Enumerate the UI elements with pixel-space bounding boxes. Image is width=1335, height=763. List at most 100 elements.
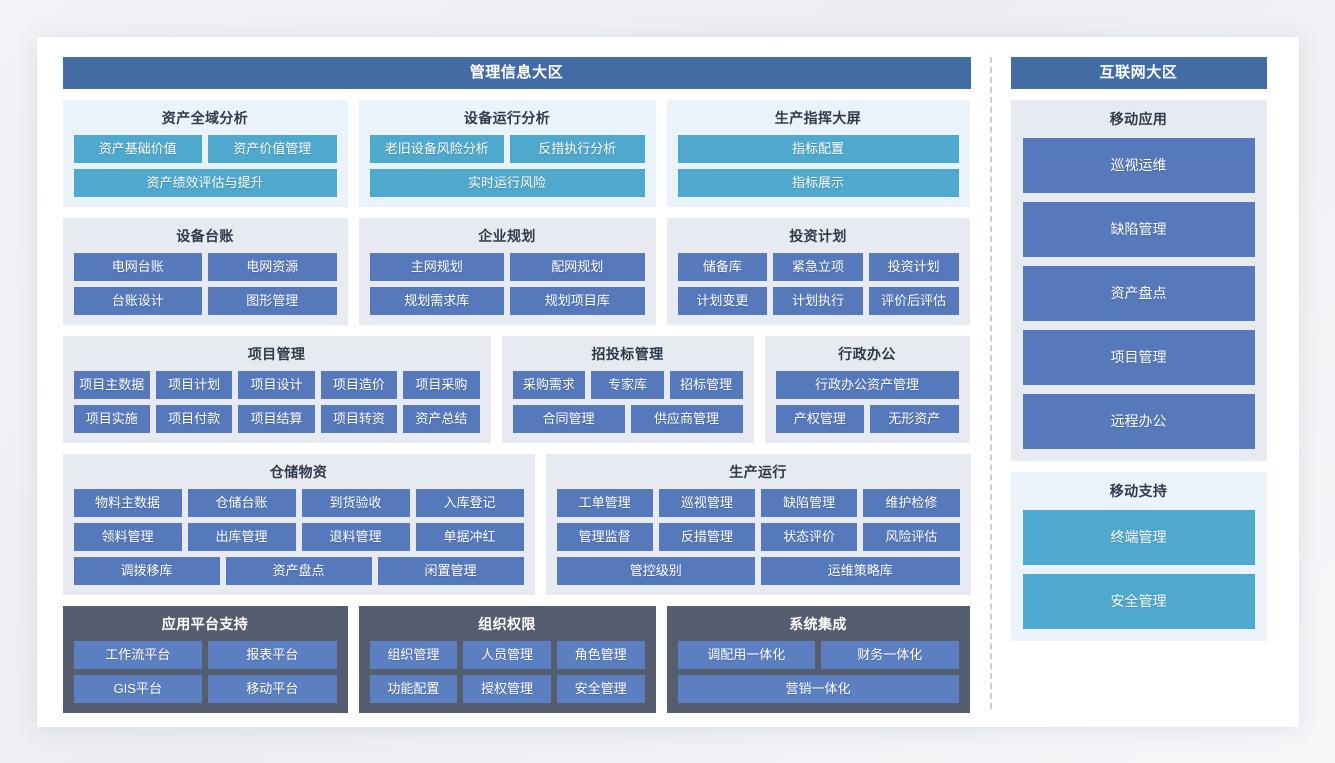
- module-tile[interactable]: 财务一体化: [821, 640, 959, 669]
- tile-row: 规划需求库规划项目库: [369, 286, 645, 315]
- module-tile[interactable]: 电网台账: [73, 252, 202, 281]
- module-tile[interactable]: 反措执行分析: [510, 134, 645, 163]
- module-tile[interactable]: 资产盘点: [1022, 265, 1255, 321]
- module-tile[interactable]: 项目采购: [403, 370, 480, 399]
- module-tile[interactable]: 移动平台: [208, 674, 337, 703]
- group-panel: 组织权限组织管理人员管理角色管理功能配置授权管理安全管理: [358, 605, 656, 713]
- module-tile[interactable]: GIS平台: [73, 674, 202, 703]
- module-tile[interactable]: 功能配置: [369, 674, 458, 703]
- module-tile[interactable]: 缺陷管理: [1022, 201, 1255, 257]
- module-tile[interactable]: 反措管理: [658, 522, 755, 551]
- module-tile[interactable]: 项目转资: [320, 404, 398, 433]
- tile-row: 合同管理供应商管理: [512, 404, 743, 433]
- module-tile[interactable]: 投资计划: [868, 252, 959, 281]
- module-tile[interactable]: 供应商管理: [630, 404, 743, 433]
- module-tile[interactable]: 调配用一体化: [677, 640, 815, 669]
- module-tile[interactable]: 老旧设备风险分析: [369, 134, 504, 163]
- module-tile[interactable]: 单据冲红: [415, 522, 524, 551]
- module-tile[interactable]: 巡视管理: [658, 488, 755, 517]
- group-title: 生产运行: [729, 463, 787, 480]
- module-tile[interactable]: 计划变更: [677, 286, 768, 315]
- module-tile[interactable]: 无形资产: [870, 404, 959, 433]
- module-tile[interactable]: 入库登记: [415, 488, 524, 517]
- module-tile[interactable]: 采购需求: [512, 370, 586, 399]
- group-panel: 招投标管理采购需求专家库招标管理合同管理供应商管理: [501, 335, 754, 443]
- group-title: 行政办公: [838, 345, 896, 362]
- module-tile[interactable]: 指标展示: [677, 168, 959, 197]
- module-tile[interactable]: 人员管理: [463, 640, 551, 669]
- module-tile[interactable]: 终端管理: [1022, 509, 1255, 565]
- module-tile[interactable]: 电网资源: [208, 252, 337, 281]
- module-tile[interactable]: 远程办公: [1022, 393, 1255, 449]
- module-tile[interactable]: 报表平台: [208, 640, 337, 669]
- module-tile[interactable]: 到货验收: [301, 488, 410, 517]
- module-tile[interactable]: 安全管理: [1022, 573, 1255, 629]
- module-tile[interactable]: 合同管理: [512, 404, 625, 433]
- module-tile[interactable]: 项目设计: [238, 370, 315, 399]
- module-tile[interactable]: 退料管理: [301, 522, 410, 551]
- module-tile[interactable]: 配网规划: [510, 252, 645, 281]
- module-tile[interactable]: 产权管理: [775, 404, 864, 433]
- module-tile[interactable]: 资产价值管理: [208, 134, 337, 163]
- module-tile[interactable]: 工单管理: [556, 488, 653, 517]
- module-tile[interactable]: 巡视运维: [1022, 137, 1255, 193]
- module-tile[interactable]: 指标配置: [677, 134, 959, 163]
- group-title: 企业规划: [478, 227, 536, 244]
- module-tile[interactable]: 运维策略库: [761, 556, 960, 585]
- module-tile[interactable]: 管控级别: [556, 556, 755, 585]
- group-row: 项目管理项目主数据项目计划项目设计项目造价项目采购项目实施项目付款项目结算项目转…: [62, 335, 971, 443]
- group-panel: 行政办公行政办公资产管理产权管理无形资产: [764, 335, 970, 443]
- module-tile[interactable]: 图形管理: [208, 286, 337, 315]
- module-tile[interactable]: 领料管理: [73, 522, 182, 551]
- module-tile[interactable]: 规划项目库: [510, 286, 645, 315]
- module-tile[interactable]: 仓储台账: [187, 488, 296, 517]
- module-tile[interactable]: 风险评估: [863, 522, 960, 551]
- tile-row: 调配用一体化财务一体化: [677, 640, 959, 669]
- module-tile[interactable]: 规划需求库: [369, 286, 504, 315]
- module-tile[interactable]: 调拨移库: [73, 556, 220, 585]
- module-tile[interactable]: 项目付款: [155, 404, 233, 433]
- module-tile[interactable]: 计划执行: [773, 286, 863, 315]
- module-tile[interactable]: 出库管理: [187, 522, 296, 551]
- module-tile[interactable]: 项目主数据: [73, 370, 150, 399]
- tile-row: 行政办公资产管理: [775, 370, 959, 399]
- module-tile[interactable]: 项目管理: [1022, 329, 1255, 385]
- group-panel: 生产运行工单管理巡视管理缺陷管理维护检修管理监督反措管理状态评价风险评估管控级别…: [545, 453, 971, 595]
- module-tile[interactable]: 项目造价: [320, 370, 398, 399]
- module-tile[interactable]: 项目结算: [238, 404, 315, 433]
- module-tile[interactable]: 授权管理: [463, 674, 551, 703]
- tile-row: 工作流平台报表平台: [73, 640, 337, 669]
- module-tile[interactable]: 组织管理: [369, 640, 458, 669]
- module-tile[interactable]: 项目计划: [155, 370, 233, 399]
- module-tile[interactable]: 储备库: [677, 252, 768, 281]
- module-tile[interactable]: 主网规划: [369, 252, 504, 281]
- region-divider: [971, 56, 1011, 709]
- module-tile[interactable]: 台账设计: [73, 286, 202, 315]
- module-tile[interactable]: 物料主数据: [73, 488, 182, 517]
- module-tile[interactable]: 状态评价: [761, 522, 858, 551]
- module-tile[interactable]: 管理监督: [556, 522, 653, 551]
- module-tile[interactable]: 闲置管理: [377, 556, 524, 585]
- group-title: 生产指挥大屏: [774, 109, 862, 126]
- module-tile[interactable]: 缺陷管理: [761, 488, 858, 517]
- right-region-header: 互联网大区: [1010, 56, 1267, 89]
- module-tile[interactable]: 资产总结: [403, 404, 480, 433]
- module-tile[interactable]: 实时运行风险: [369, 168, 645, 197]
- group-panel: 设备运行分析老旧设备风险分析反措执行分析实时运行风险: [358, 99, 656, 207]
- tile-row: 物料主数据仓储台账到货验收入库登记: [73, 488, 524, 517]
- module-tile[interactable]: 评价后评估: [868, 286, 959, 315]
- module-tile[interactable]: 紧急立项: [773, 252, 863, 281]
- module-tile[interactable]: 资产盘点: [225, 556, 372, 585]
- module-tile[interactable]: 招标管理: [669, 370, 743, 399]
- module-tile[interactable]: 项目实施: [73, 404, 150, 433]
- module-tile[interactable]: 安全管理: [556, 674, 645, 703]
- module-tile[interactable]: 角色管理: [556, 640, 645, 669]
- module-tile[interactable]: 营销一体化: [677, 674, 959, 703]
- module-tile[interactable]: 资产绩效评估与提升: [73, 168, 337, 197]
- module-tile[interactable]: 工作流平台: [73, 640, 202, 669]
- module-tile[interactable]: 资产基础价值: [73, 134, 202, 163]
- module-tile[interactable]: 行政办公资产管理: [775, 370, 959, 399]
- module-tile[interactable]: 维护检修: [863, 488, 960, 517]
- module-tile[interactable]: 专家库: [591, 370, 664, 399]
